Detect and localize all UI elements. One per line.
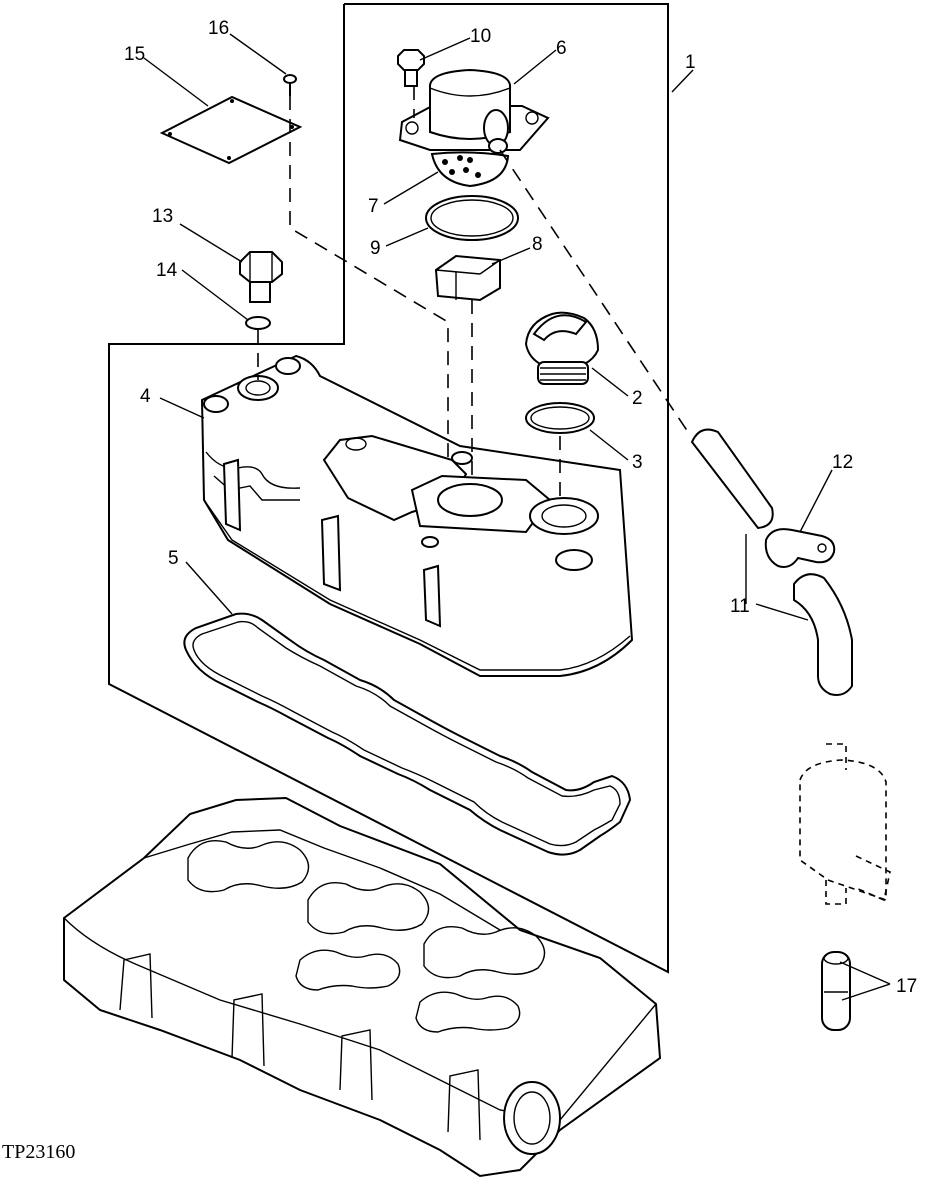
assembly-lines [257, 86, 689, 500]
callout-3: 3 [632, 452, 643, 473]
tube-set [821, 951, 851, 1031]
callout-7: 7 [368, 196, 379, 217]
callout-5: 5 [168, 548, 179, 569]
callout-10: 10 [470, 26, 491, 47]
callout-2: 2 [632, 388, 643, 409]
callout-1: 1 [685, 52, 696, 73]
plate-screw [283, 74, 297, 96]
seal-washer [245, 316, 271, 330]
breather-hose-upper [690, 428, 774, 530]
cap-o-ring [525, 402, 595, 434]
callout-4: 4 [140, 386, 151, 407]
filter-element [434, 254, 501, 302]
callout-15: 15 [124, 44, 145, 65]
callout-6: 6 [556, 38, 567, 59]
cover-gasket [183, 612, 632, 856]
hose-clamp [764, 528, 836, 568]
callout-12: 12 [832, 452, 853, 473]
callout-8: 8 [532, 234, 543, 255]
callout-13: 13 [152, 206, 173, 227]
figure-id: TP23160 [2, 1141, 75, 1163]
oil-filler-cap [524, 311, 600, 385]
leader-lines [143, 33, 891, 1001]
callout-labels: 1 2 3 4 5 6 7 8 9 10 11 11 12 13 14 15 1… [124, 18, 917, 997]
callout-16: 16 [208, 18, 229, 39]
housing-bolt [397, 49, 425, 87]
kit-boundary-outline [108, 3, 669, 974]
o-ring-large [425, 195, 519, 241]
callout-14: 14 [156, 260, 178, 281]
breather-housing [398, 68, 550, 154]
rocker-arm-cover [200, 354, 634, 677]
callout-17: 17 [896, 976, 917, 997]
callout-9: 9 [370, 238, 381, 259]
plug-bolt [239, 251, 283, 303]
breather-hose-lower [793, 573, 853, 696]
callout-11: 11 [730, 596, 750, 617]
breather-canister-context [799, 743, 891, 905]
cylinder-head [63, 796, 662, 1178]
cover-plate [159, 95, 303, 165]
baffle [430, 151, 510, 188]
